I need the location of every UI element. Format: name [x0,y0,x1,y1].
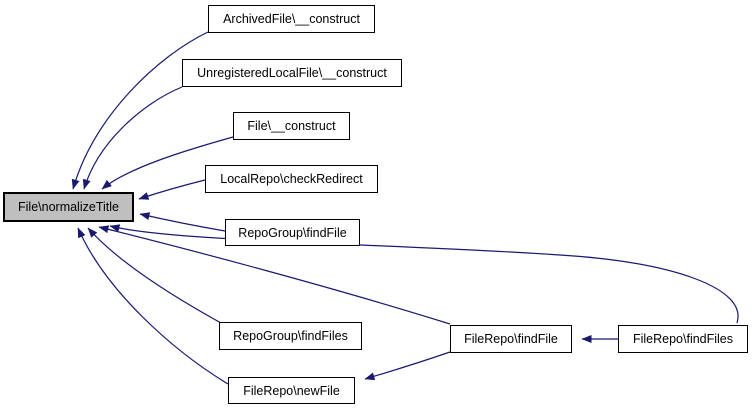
edge-repogroup-findfile-to-normalizetitle [139,212,226,232]
edge-filerepo-findfile-to-filerepo-newfile [364,351,451,381]
node-filerepo-newfile[interactable]: FileRepo\newFile [228,377,355,404]
edge-repogroup-findfiles-to-normalizetitle [87,227,222,324]
edge-archivedfile-construct-to-normalizetitle [71,31,209,190]
edge-filerepo-findfile-to-normalizetitle [98,225,451,325]
edge-filerepo-newfile-to-normalizetitle [77,227,229,385]
node-repogroup-findfiles[interactable]: RepoGroup\findFiles [219,322,362,350]
node-file-construct[interactable]: File\__construct [233,112,350,140]
edge-filerepo-findfiles-to-normalizetitle [109,224,739,324]
node-filerepo-findfile[interactable]: FileRepo\findFile [450,325,572,353]
node-repogroup-findfile[interactable]: RepoGroup\findFile [225,219,360,246]
edge-localrepo-checkredirect-to-normalizetitle [138,179,206,200]
node-localrepo-checkredirect[interactable]: LocalRepo\checkRedirect [205,165,378,193]
edge-file-construct-to-normalizetitle [101,136,234,190]
node-filerepo-findfiles[interactable]: FileRepo\findFiles [618,325,748,353]
node-unregisteredlocalfile-construct[interactable]: UnregisteredLocalFile\__construct [182,59,402,87]
node-file-normalizetitle: File\normalizeTitle [3,192,134,222]
edge-unregisteredlocalfile-construct-to-normalizetitle [82,86,183,190]
node-archivedfile-construct[interactable]: ArchivedFile\__construct [208,5,375,33]
